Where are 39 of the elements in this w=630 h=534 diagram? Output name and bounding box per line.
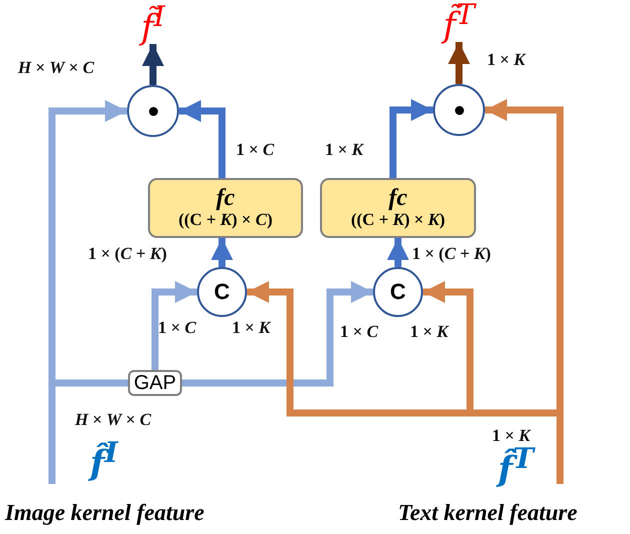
product-operator-circle [127, 85, 179, 137]
dimension-label: 1 × K [487, 50, 526, 70]
dimension-label: 1 × C [236, 140, 274, 160]
arrow [390, 99, 433, 178]
layer-name: fc [216, 186, 235, 210]
product-operator-circle [433, 84, 485, 136]
arrow [448, 42, 470, 84]
output-symbol: f̃$^{I}$ [141, 2, 165, 44]
layer-name: fc [388, 186, 408, 210]
layer-dimension: ((C + K) × K) [350, 210, 445, 230]
arrow [152, 281, 197, 370]
gap-box: GAP [128, 370, 182, 396]
dimension-label: 1 × C [158, 318, 196, 338]
dimension-label: 1 × K [492, 426, 530, 446]
arrow [211, 238, 233, 267]
dimension-label: 1 × (C + K) [88, 244, 167, 264]
feature-caption: Image kernel feature [5, 500, 204, 526]
arrow [182, 281, 373, 386]
arrow [142, 44, 164, 85]
dimension-label: 1 × K [232, 318, 270, 338]
arrow [485, 99, 564, 484]
dimension-label: H × W × C [18, 58, 94, 78]
output-symbol: f̃$^{T}$ [443, 0, 475, 42]
feature-caption: Text kernel feature [398, 500, 578, 526]
dimension-label: 1 × (C + K) [412, 244, 491, 264]
arrow [48, 100, 127, 484]
input-symbol: f̂$^{T}$ [498, 444, 534, 486]
dimension-label: H × W × C [75, 410, 152, 430]
fc-layer-box [148, 178, 303, 238]
dimension-label: 1 × K [410, 322, 448, 342]
concat-circle: C [373, 267, 423, 317]
fc-layer-box [320, 178, 476, 238]
input-symbol: f̂$^{I}$ [90, 438, 118, 480]
arrow [387, 238, 409, 267]
concat-circle: C [197, 267, 247, 317]
layer-dimension: ((C + K) × C) [178, 210, 272, 230]
dimension-label: 1 × C [340, 322, 378, 342]
dimension-label: 1 × K [325, 140, 364, 160]
arrow [179, 100, 226, 178]
